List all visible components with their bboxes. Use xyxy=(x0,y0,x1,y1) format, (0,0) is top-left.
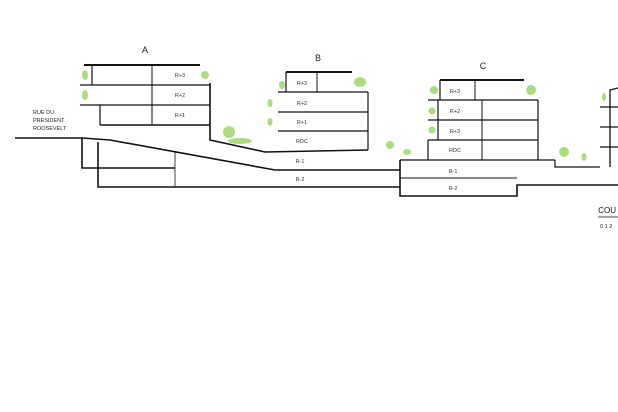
scale-bar-label: 0 1 2 xyxy=(600,224,612,230)
floor-label: R+2 xyxy=(297,101,307,107)
floor-label: R+3 xyxy=(450,129,460,135)
building-d-partial xyxy=(600,87,618,167)
floor-label: R-2 xyxy=(296,177,305,183)
floor-label: R+2 xyxy=(450,109,460,115)
building-a: A R+3 R+2 R+1 xyxy=(80,45,210,126)
floor-label: R+3 xyxy=(297,81,307,87)
floor-label: RDC xyxy=(449,148,461,154)
floor-label: RDC xyxy=(296,139,308,145)
floor-label: R+2 xyxy=(175,93,185,99)
building-c: C R+3 R+2 R+3 RDC R-1 R-2 xyxy=(427,61,539,192)
legend-title: COU xyxy=(598,206,616,215)
vegetation xyxy=(82,70,606,161)
building-b: B R+3 R+2 R+1 RDC R-1 R-2 xyxy=(278,53,369,183)
floor-label: R+1 xyxy=(175,113,185,119)
building-b-label: B xyxy=(315,53,321,63)
building-a-label: A xyxy=(142,45,148,55)
floor-label: R-1 xyxy=(449,169,458,175)
ground-line xyxy=(15,83,618,197)
floor-label: R+1 xyxy=(297,120,307,126)
floor-label: R-1 xyxy=(296,159,305,165)
floor-label: R+3 xyxy=(175,73,185,79)
street-label: RUE DU PRESIDENT ROOSEVELT xyxy=(33,110,67,132)
building-c-label: C xyxy=(480,61,487,71)
floor-label: R+3 xyxy=(450,89,460,95)
floor-label: R-2 xyxy=(449,186,458,192)
